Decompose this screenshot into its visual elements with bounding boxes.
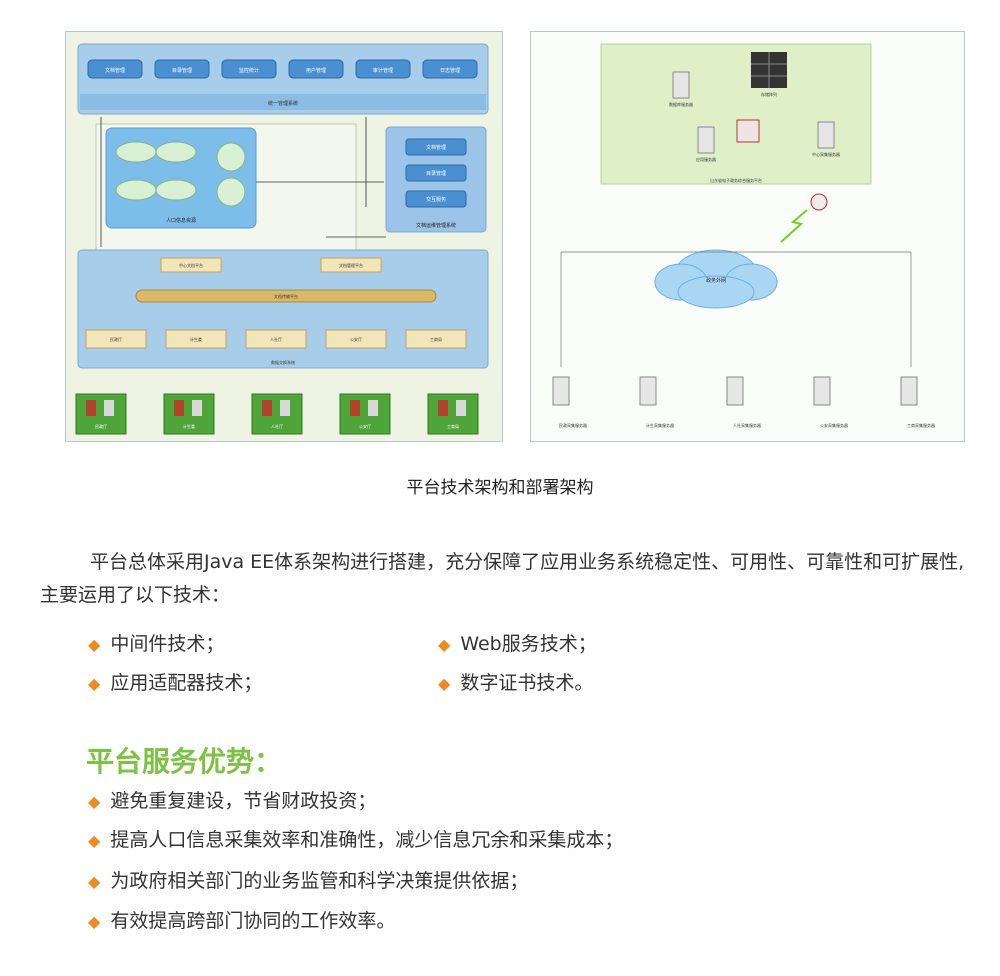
- advantage-item: ◆为政府相关部门的业务监管和科学决策提供依据；: [88, 870, 529, 892]
- node-label: 人社采集服务器: [733, 422, 761, 428]
- node-label: 公安采集服务器: [820, 422, 848, 428]
- platform-label: 山东省电子政务综合服务平台: [710, 177, 762, 183]
- intro-paragraph: 平台总体采用Java EE体系架构进行搭建，充分保障了应用业务系统稳定性、可用性…: [40, 546, 980, 612]
- right-button-label: 目录管理: [426, 170, 446, 177]
- pool-label: 人口信息资源: [166, 217, 196, 224]
- exchange-node-label: 民政厅: [110, 336, 122, 342]
- diamond-bullet-icon: ◆: [88, 674, 101, 693]
- diamond-bullet-icon: ◆: [88, 635, 101, 654]
- node-server-icon: [639, 376, 657, 406]
- tech-item: ◆数字证书技术。: [438, 672, 594, 694]
- server-label: 应用服务器: [696, 156, 716, 162]
- cloud-label: 政务外网: [706, 277, 726, 284]
- node-label: 民政采集服务器: [559, 422, 587, 428]
- top-button-label: 日志管理: [440, 67, 460, 74]
- agency-box: [75, 393, 127, 435]
- server-icon: [104, 400, 114, 416]
- server-icon: [672, 71, 690, 99]
- node-server-icon: [900, 376, 918, 406]
- server-icon: [368, 400, 378, 416]
- exchange-node: [85, 329, 147, 349]
- node-server-icon: [552, 376, 570, 406]
- exchange-node-label: 计生委: [190, 336, 202, 342]
- right-button: [405, 164, 467, 182]
- top-button-label: 文档管理: [105, 67, 125, 74]
- diamond-bullet-icon: ◆: [88, 872, 101, 891]
- exchange-node: [165, 329, 227, 349]
- top-button-label: 审计管理: [373, 67, 393, 74]
- top-button-label: 用户管理: [306, 67, 326, 74]
- agency-label: 民政厅: [95, 423, 107, 429]
- advantages-heading: 平台服务优势：: [86, 745, 283, 778]
- right-button-label: 文档管理: [426, 144, 446, 151]
- advantage-item: ◆有效提高跨部门协同的工作效率。: [88, 910, 396, 932]
- agency-box: [427, 393, 479, 435]
- top-button-label: 监控统计: [239, 67, 259, 74]
- server-icon: [456, 400, 466, 416]
- right-panel-label: 文档运维管理系统: [416, 222, 456, 229]
- diamond-bullet-icon: ◆: [438, 635, 451, 654]
- top-button: [288, 59, 344, 79]
- server-icon: [817, 121, 835, 149]
- server-icon: [697, 126, 715, 154]
- node-server-icon: [726, 376, 744, 406]
- tech-item: ◆Web服务技术；: [438, 633, 597, 655]
- top-button: [87, 59, 143, 79]
- agency-box: [163, 393, 215, 435]
- top-button: [355, 59, 411, 79]
- server-icon: [192, 400, 202, 416]
- top-button: [154, 59, 210, 79]
- agency-label: 人社厅: [271, 423, 283, 429]
- exchange-node-label: 人社厅: [270, 336, 282, 342]
- advantage-item: ◆提高人口信息采集效率和准确性，减少信息冗余和采集成本；: [88, 829, 624, 851]
- diamond-bullet-icon: ◆: [88, 792, 101, 811]
- exchange-system-label: 数据交换系统: [271, 359, 295, 365]
- agency-box: [251, 393, 303, 435]
- database-icon: [262, 400, 272, 416]
- agency-label: 计生委: [183, 423, 195, 429]
- server-label: 中心采集服务器: [812, 151, 840, 157]
- mid-box-0: 中心文档平台: [179, 262, 203, 268]
- exchange-bar-label: 文档传输平台: [274, 293, 298, 299]
- database-icon: [86, 400, 96, 416]
- server-icon: [280, 400, 290, 416]
- top-button: [422, 59, 478, 79]
- exchange-node: [325, 329, 387, 349]
- diamond-bullet-icon: ◆: [438, 674, 451, 693]
- node-label: 计生采集服务器: [646, 422, 674, 428]
- mid-box-1: 文档管理平台: [339, 262, 363, 268]
- architecture-diagram: 文档管理目录管理监控统计用户管理审计管理日志管理 统一管理系统 人口信息资源 文…: [65, 31, 503, 442]
- figure-caption: 平台技术架构和部署架构: [406, 478, 594, 498]
- top-button-label: 目录管理: [172, 67, 192, 74]
- right-button: [405, 190, 467, 208]
- unified-bar-label: 统一管理系统: [268, 100, 298, 107]
- intro-text: 平台总体采用Java EE体系架构进行搭建，充分保障了应用业务系统稳定性、可用性…: [40, 551, 965, 606]
- exchange-node-label: 工商局: [430, 336, 442, 342]
- tech-item: ◆中间件技术；: [88, 633, 225, 655]
- exchange-node: [405, 329, 467, 349]
- architecture-diagram-svg: 文档管理目录管理监控统计用户管理审计管理日志管理 统一管理系统 人口信息资源 文…: [75, 43, 489, 435]
- node-label: 工商采集服务器: [907, 422, 935, 428]
- agency-label: 工商局: [447, 423, 459, 429]
- database-icon: [174, 400, 184, 416]
- agency-box: [339, 393, 391, 435]
- exchange-node-label: 公安厅: [350, 336, 362, 342]
- exchange-node: [245, 329, 307, 349]
- diamond-bullet-icon: ◆: [88, 831, 101, 850]
- database-icon: [438, 400, 448, 416]
- advantage-item: ◆避免重复建设，节省财政投资；: [88, 790, 377, 812]
- right-button: [405, 138, 467, 156]
- right-button-label: 交互服务: [426, 196, 446, 203]
- top-button: [221, 59, 277, 79]
- database-icon: [350, 400, 360, 416]
- node-server-icon: [813, 376, 831, 406]
- diamond-bullet-icon: ◆: [88, 912, 101, 931]
- storage-label: 存储阵列: [761, 91, 777, 97]
- deployment-diagram: 数据库服务器应用服务器 中心采集服务器 存储阵列 山东省电子政务综合服务平台 政务…: [530, 31, 965, 442]
- server-label: 数据库服务器: [669, 101, 693, 107]
- tech-item: ◆应用适配器技术；: [88, 672, 263, 694]
- agency-label: 公安厅: [359, 423, 371, 429]
